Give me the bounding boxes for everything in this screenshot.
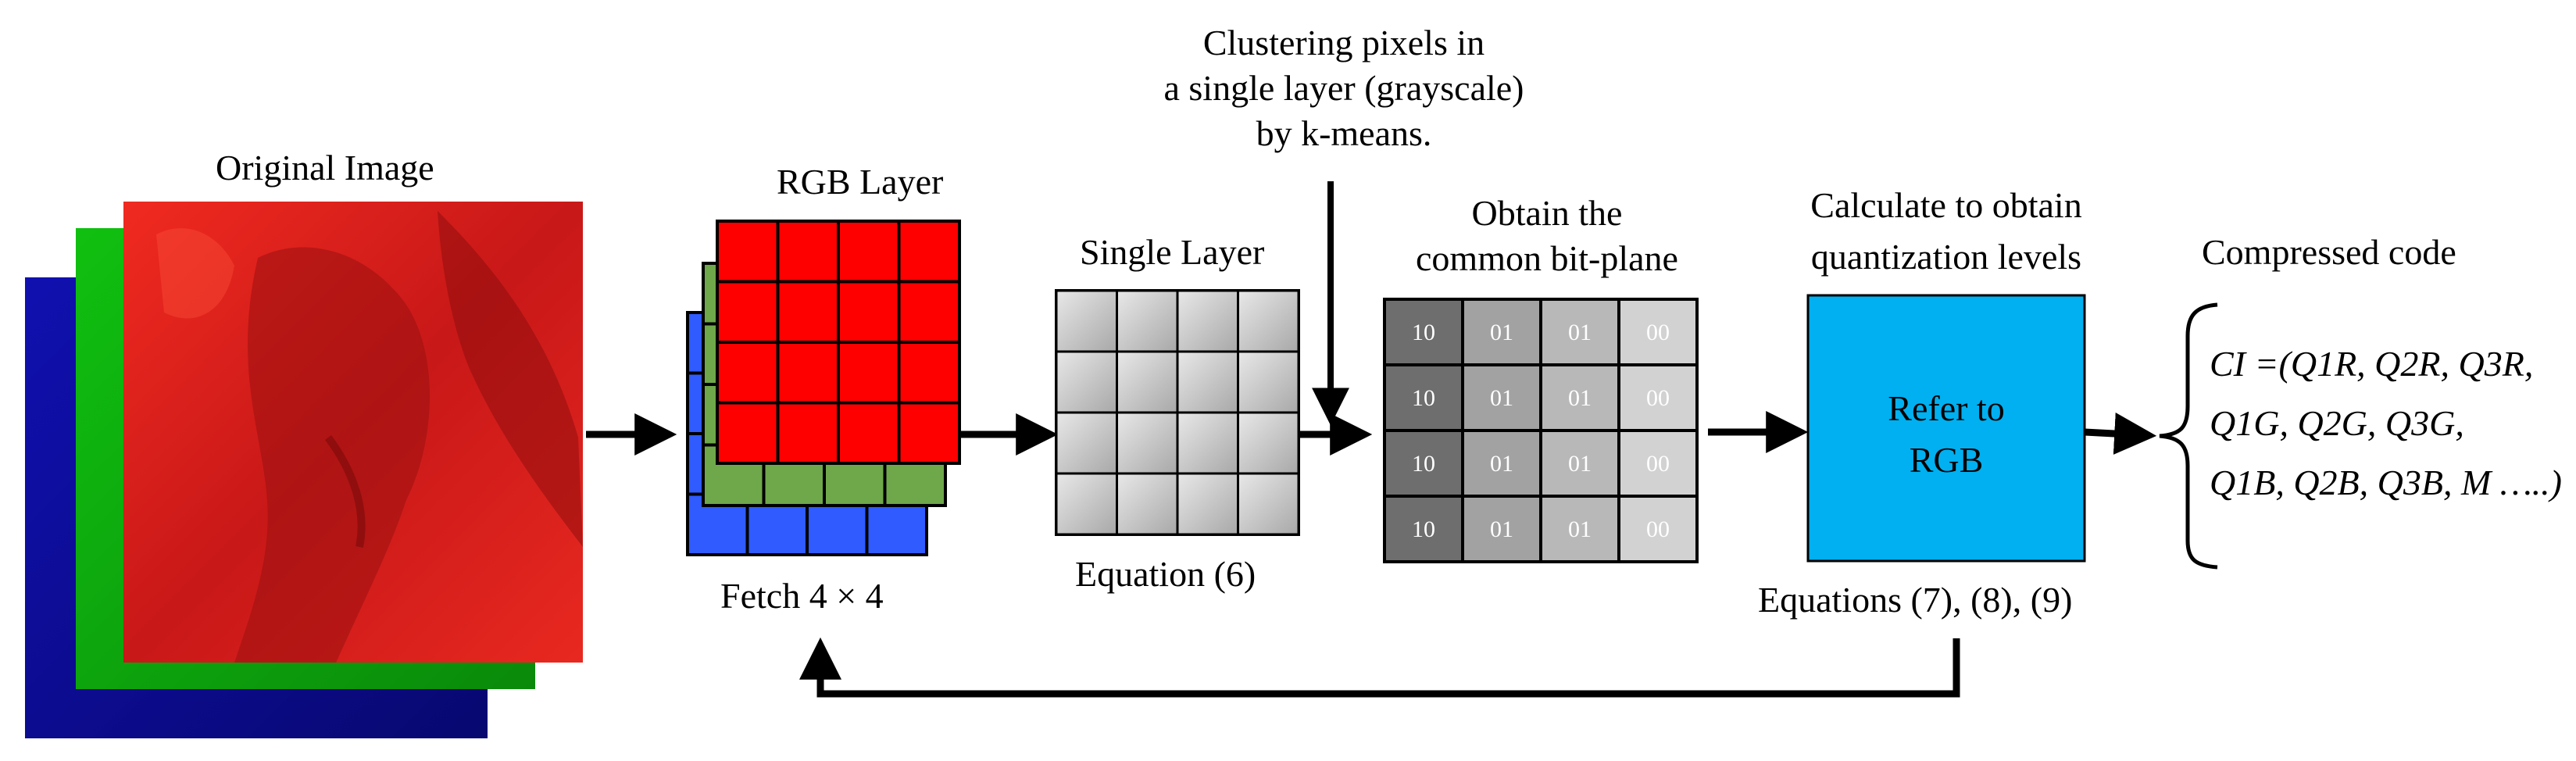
bitplane-value: 00: [1646, 451, 1670, 477]
bitplane-value: 00: [1646, 516, 1670, 542]
bitplane-cell: [1464, 301, 1539, 363]
feedback-loop-arrow: [799, 637, 1960, 698]
bitplane-cell: [1542, 432, 1617, 495]
single-layer-cell: [1176, 289, 1239, 353]
bitplane-value: 01: [1490, 385, 1513, 411]
bitplane-cell: [1386, 366, 1461, 429]
original-image-label: Original Image: [216, 148, 434, 188]
clustering-line-3: by k-means.: [1256, 113, 1432, 153]
bitplane-text: Obtain the common bit-plane: [1383, 191, 1711, 281]
clustering-line-1: Clustering pixels in: [1202, 23, 1485, 63]
refer-to-rgb-box: [1806, 294, 2086, 563]
arrow-refer-to-code: [2084, 413, 2157, 455]
compressed-line-3: Q1B, Q2B, Q3B, M …..): [2210, 463, 2562, 502]
single-layer-label: Single Layer: [1080, 232, 1265, 272]
bitplane-value: 00: [1646, 385, 1670, 411]
red-channel-image: [123, 202, 583, 663]
bitplane-cell: [1620, 432, 1695, 495]
bitplane-value: 00: [1646, 320, 1670, 345]
bitplane-line-2: common bit-plane: [1416, 238, 1678, 278]
bitplane-cell: [1464, 432, 1539, 495]
single-layer-cell: [1237, 289, 1300, 353]
bitplane-cell: [1464, 366, 1539, 429]
fetch-label: Fetch 4 × 4: [720, 576, 884, 616]
single-layer-cell: [1237, 411, 1300, 475]
equations789-label: Equations (7), (8), (9): [1758, 580, 2073, 620]
compressed-line-1: CI =(Q1R, Q2R, Q3R,: [2210, 344, 2534, 384]
single-layer-cell: [1116, 472, 1179, 536]
compressed-code-text: CI =(Q1R, Q2R, Q3R, Q1G, Q2G, Q3G, Q1B, …: [2210, 334, 2562, 513]
single-layer-cell: [1055, 472, 1118, 536]
compressed-code-brace: [2159, 302, 2218, 570]
bitplane-value: 10: [1412, 451, 1435, 477]
bitplane-cell: [1386, 432, 1461, 495]
single-layer-cell: [1237, 472, 1300, 536]
bitplane-cell: [1542, 366, 1617, 429]
calc-text: Calculate to obtain quantization levels: [1770, 180, 2122, 283]
clustering-text: Clustering pixels in a single layer (gra…: [1109, 20, 1578, 156]
compressed-line-2: Q1G, Q2G, Q3G,: [2210, 403, 2464, 443]
bitplane-value: 01: [1568, 385, 1592, 411]
single-layer-cell: [1176, 350, 1239, 414]
calc-line-1: Calculate to obtain: [1810, 185, 2082, 225]
bitplane-value: 01: [1568, 451, 1592, 477]
equation6-label: Equation (6): [1075, 554, 1256, 594]
bitplane-cell: [1542, 301, 1617, 363]
bitplane-cell: [1620, 498, 1695, 560]
rgb-red-grid: [716, 220, 961, 465]
single-layer-cell: [1055, 289, 1118, 353]
bitplane-value: 10: [1412, 516, 1435, 542]
bitplane-cell: [1620, 301, 1695, 363]
bitplane-value: 10: [1412, 385, 1435, 411]
bitplane-value: 10: [1412, 320, 1435, 345]
clustering-line-2: a single layer (grayscale): [1163, 68, 1524, 108]
rgb-layer-label: RGB Layer: [777, 162, 944, 202]
bitplane-cell: [1542, 498, 1617, 560]
bitplane-cell: [1386, 498, 1461, 560]
single-layer-cell: [1116, 350, 1179, 414]
bitplane-line-1: Obtain the: [1471, 193, 1623, 233]
single-layer-cell: [1237, 350, 1300, 414]
rgb-layer-stack: [686, 220, 961, 556]
bitplane-value: 01: [1490, 516, 1513, 542]
refer-line-1: Refer to: [1888, 388, 2005, 428]
bitplane-value: 01: [1568, 320, 1592, 345]
bitplane-cell: [1386, 301, 1461, 363]
bitplane-cell: [1464, 498, 1539, 560]
single-layer-grid: [1055, 289, 1300, 536]
single-layer-cell: [1116, 289, 1179, 353]
bitplane-value: 01: [1490, 451, 1513, 477]
compressed-code-label: Compressed code: [2202, 232, 2456, 272]
single-layer-cell: [1176, 411, 1239, 475]
refer-line-2: RGB: [1909, 440, 1984, 480]
single-layer-cell: [1055, 411, 1118, 475]
calc-line-2: quantization levels: [1810, 237, 2082, 277]
refer-text: Refer to RGB: [1808, 383, 2085, 486]
single-layer-cell: [1176, 472, 1239, 536]
bitplane-cell: [1620, 366, 1695, 429]
bitplane-grid: 10 01 01 00 10 01 01 00 10 01 01 00 10 01 01 00: [1383, 298, 1699, 563]
bitplane-value: 01: [1490, 320, 1513, 345]
single-layer-cell: [1116, 411, 1179, 475]
single-layer-cell: [1055, 350, 1118, 414]
original-image-stack: [25, 202, 583, 738]
bitplane-value: 01: [1568, 516, 1592, 542]
